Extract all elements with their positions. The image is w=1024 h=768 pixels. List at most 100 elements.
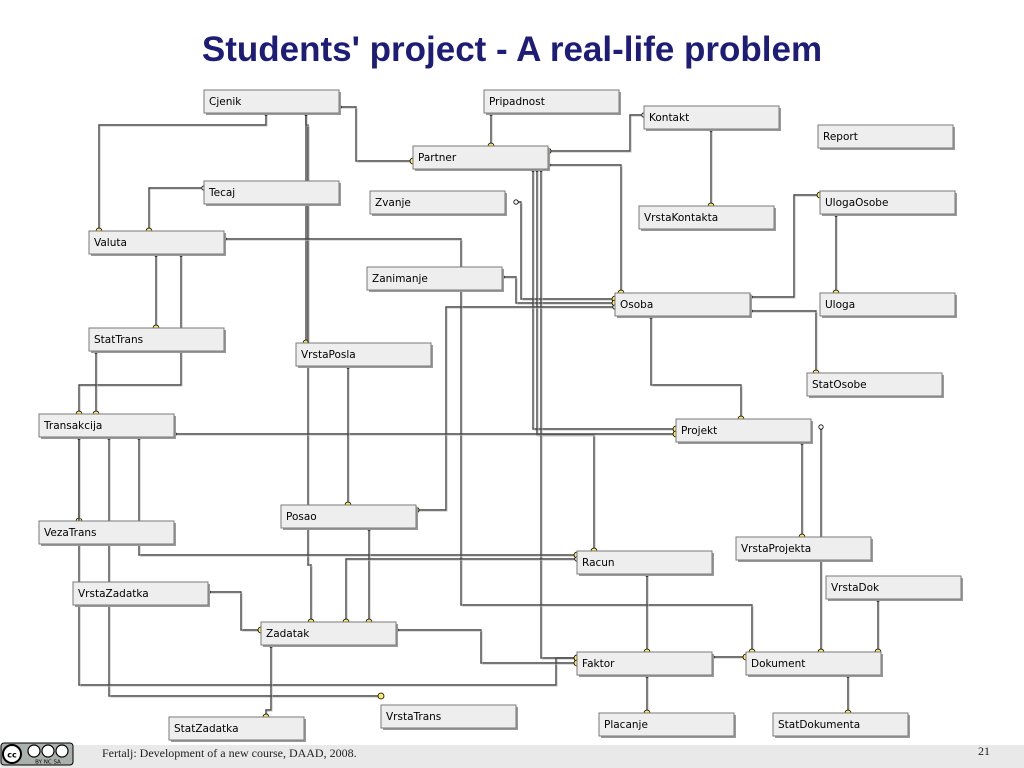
table-label-ulogaosobe: UlogaOsobe xyxy=(825,197,888,209)
relationship-shadow xyxy=(503,277,617,305)
relationship-osoba-statosobe[interactable] xyxy=(750,194,820,298)
table-statosobe[interactable]: StatOsobe xyxy=(806,372,944,398)
relationship-zadatak-faktor[interactable] xyxy=(396,629,577,664)
table-osoba[interactable]: Osoba xyxy=(614,292,752,318)
relationship-zadatak-statzadatka[interactable] xyxy=(265,645,272,717)
table-box xyxy=(72,581,209,606)
table-box xyxy=(295,342,432,367)
table-valuta[interactable]: Valuta xyxy=(88,230,226,256)
table-label-vrstaprojekta: VrstaProjekta xyxy=(741,543,811,555)
table-stattrans[interactable]: StatTrans xyxy=(88,327,226,353)
relationship-shadow xyxy=(79,438,579,687)
table-zadatak[interactable]: Zadatak xyxy=(260,621,398,647)
table-placanje[interactable]: Placanje xyxy=(598,712,736,738)
table-box xyxy=(88,230,225,255)
relationship-shadow xyxy=(109,438,383,698)
key-end-icon xyxy=(377,692,385,700)
relationship-partner-projekt[interactable] xyxy=(548,164,622,293)
relationship-shadow xyxy=(99,114,268,233)
table-box xyxy=(817,124,954,149)
table-label-vezatrans: VezaTrans xyxy=(44,527,97,539)
relationship-racun-zadatak[interactable] xyxy=(345,558,577,622)
many-end-marker xyxy=(513,199,519,205)
table-label-placanje: Placanje xyxy=(604,719,648,731)
relationship-zvanje-osoba[interactable] xyxy=(78,254,182,414)
table-box xyxy=(280,504,417,529)
relationship-osoba-ulogaosobe[interactable] xyxy=(540,169,577,659)
table-zvanje[interactable]: Zvanje xyxy=(369,190,507,216)
table-statzadatka[interactable]: StatZadatka xyxy=(168,716,306,742)
relationship-shadow xyxy=(533,170,678,431)
relationship-vrstazadatka-zadatak[interactable] xyxy=(208,591,261,631)
table-box xyxy=(735,536,872,561)
table-vrstakontakta[interactable]: VrstaKontakta xyxy=(638,205,776,231)
slide-title: Students' project - A real-life problem xyxy=(201,30,823,69)
relationship-transakcija-faktor[interactable] xyxy=(78,437,577,686)
table-cjenik[interactable]: Cjenik xyxy=(203,89,341,115)
table-label-valuta: Valuta xyxy=(94,237,127,249)
table-label-racun: Racun xyxy=(582,557,615,569)
table-kontakt[interactable]: Kontakt xyxy=(643,105,781,131)
relationship-partner-faktor[interactable] xyxy=(536,169,595,551)
table-racun[interactable]: Racun xyxy=(576,550,714,576)
table-projekt[interactable]: Projekt xyxy=(675,418,813,444)
footer-band xyxy=(0,745,1024,768)
relationship-cjenik-valuta[interactable] xyxy=(98,113,267,231)
table-label-zanimanje: Zanimanje xyxy=(372,273,428,285)
table-partner[interactable]: Partner xyxy=(412,145,550,171)
relationship-tecaj-valuta[interactable] xyxy=(148,187,204,231)
table-label-transakcija: Transakcija xyxy=(43,420,102,432)
relationship-partner-racun[interactable] xyxy=(532,169,676,430)
table-tecaj[interactable]: Tecaj xyxy=(203,180,341,206)
relationship-shadow xyxy=(651,317,743,421)
table-label-tecaj: Tecaj xyxy=(208,187,235,199)
table-posao[interactable]: Posao xyxy=(280,504,418,530)
table-vrstadok[interactable]: VrstaDok xyxy=(825,575,963,601)
license-badge-text: BY NC SA xyxy=(35,760,61,766)
table-label-vrstaposla: VrstaPosla xyxy=(301,349,356,361)
table-box xyxy=(38,520,175,545)
table-label-statosobe: StatOsobe xyxy=(812,379,867,391)
relationship-kontakt-partner[interactable] xyxy=(548,114,644,152)
table-transakcija[interactable]: Transakcija xyxy=(38,413,176,439)
table-uloga[interactable]: Uloga xyxy=(819,292,957,318)
table-statdokumenta[interactable]: StatDokumenta xyxy=(772,712,910,738)
table-vrstaprojekta[interactable]: VrstaProjekta xyxy=(735,536,873,562)
relationship-shadow xyxy=(209,592,263,632)
table-faktor[interactable]: Faktor xyxy=(576,651,714,677)
table-label-vrstatrans: VrstaTrans xyxy=(386,711,441,723)
table-box xyxy=(772,712,909,737)
table-vrstazadatka[interactable]: VrstaZadatka xyxy=(72,581,210,607)
relationship-transakcija-vrstatrans[interactable] xyxy=(108,437,381,697)
table-dokument[interactable]: Dokument xyxy=(745,651,883,677)
table-ulogaosobe[interactable]: UlogaOsobe xyxy=(819,190,957,216)
relationship-osoba-posao[interactable] xyxy=(750,310,817,373)
relationship-osoba-projekt[interactable] xyxy=(416,306,615,511)
table-report[interactable]: Report xyxy=(817,124,955,150)
table-vrstatrans[interactable]: VrstaTrans xyxy=(380,704,518,730)
svg-text:cc: cc xyxy=(7,751,17,760)
relationship-ulogaosobe-uloga[interactable] xyxy=(650,316,742,419)
relationship-zanimanje-osoba[interactable] xyxy=(516,201,615,300)
relationship-cjenik-partner[interactable] xyxy=(339,106,413,162)
table-label-statzadatka: StatZadatka xyxy=(174,723,239,735)
footer-citation: Fertalj: Development of a new course, DA… xyxy=(102,746,357,760)
relationship-shadow xyxy=(225,239,754,654)
relationship-shadow xyxy=(549,165,623,295)
table-vrstaposla[interactable]: VrstaPosla xyxy=(295,342,433,368)
table-box xyxy=(819,292,956,317)
table-box xyxy=(576,550,713,575)
table-label-vrstakontakta: VrstaKontakta xyxy=(644,212,718,224)
relationship-valuta-dokument[interactable] xyxy=(224,238,753,652)
table-vezatrans[interactable]: VezaTrans xyxy=(38,520,176,546)
relationship-partner-osoba[interactable] xyxy=(502,276,615,304)
table-label-vrstadok: VrstaDok xyxy=(831,582,880,594)
table-box xyxy=(825,575,962,600)
relationship-transakcija-racun[interactable] xyxy=(138,437,577,556)
table-box xyxy=(168,716,305,741)
relationship-shadow xyxy=(346,559,579,624)
table-zanimanje[interactable]: Zanimanje xyxy=(366,266,504,292)
relationship-shadow xyxy=(751,195,822,299)
table-pripadnost[interactable]: Pripadnost xyxy=(483,89,621,115)
